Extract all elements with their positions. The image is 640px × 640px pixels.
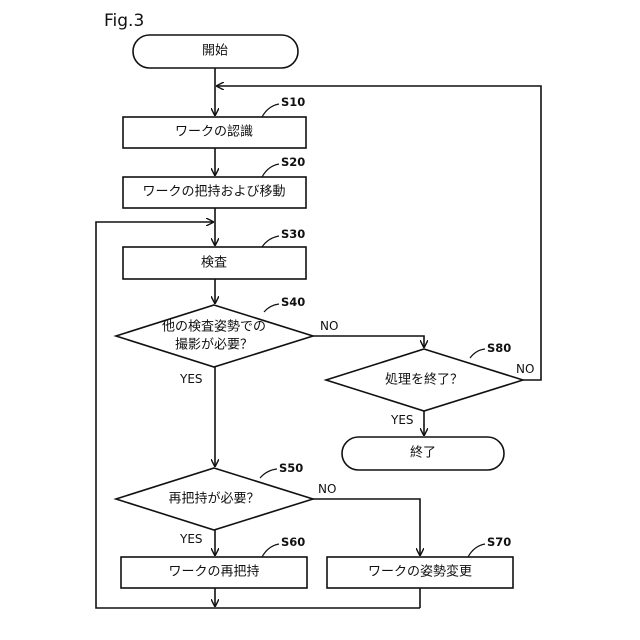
s60-leader-line <box>262 544 279 557</box>
arrow-loop-back-to-s30 <box>96 222 420 608</box>
s50-no-label: NO <box>318 482 336 496</box>
s80-yes-label: YES <box>390 413 414 427</box>
s50-leader-line <box>260 469 277 478</box>
process-s60: ワークの再把持 S60 <box>121 535 307 588</box>
s70-step-number: S70 <box>487 535 511 549</box>
s40-leader-line <box>264 304 279 312</box>
start-label: 開始 <box>202 44 228 59</box>
s20-step-number: S20 <box>281 155 305 169</box>
s40-label-line2: 撮影が必要？ <box>175 337 253 353</box>
decision-s80: 処理を終了？ S80 <box>326 341 523 411</box>
s60-label: ワークの再把持 <box>168 565 259 580</box>
decision-s40: 他の検査姿勢での 撮影が必要？ S40 <box>116 295 313 367</box>
decision-s50: 再把持が必要？ S50 <box>116 461 313 530</box>
start-terminal: 開始 <box>133 35 298 68</box>
s20-label: ワークの把持および移動 <box>142 185 285 200</box>
s40-no-label: NO <box>320 319 338 333</box>
s50-label: 再把持が必要？ <box>168 492 259 507</box>
s70-label: ワークの姿勢変更 <box>368 564 472 580</box>
s40-yes-label: YES <box>179 372 203 386</box>
s80-leader-line <box>470 349 485 358</box>
s20-leader-line <box>262 164 279 177</box>
s50-yes-label: YES <box>179 532 203 546</box>
s10-label: ワークの認識 <box>175 124 253 140</box>
s60-step-number: S60 <box>281 535 305 549</box>
arrow-s40-no-to-s80 <box>313 336 424 347</box>
figure-label: Fig.3 <box>104 11 144 31</box>
s30-leader-line <box>262 236 279 247</box>
s80-label: 処理を終了？ <box>385 372 463 388</box>
s40-step-number: S40 <box>281 295 305 309</box>
s80-no-label: NO <box>516 362 534 376</box>
end-terminal: 終了 <box>342 437 504 470</box>
end-label: 終了 <box>410 445 436 461</box>
s40-label-line1: 他の検査姿勢での <box>162 319 266 335</box>
arrow-s50-no-to-s70 <box>313 499 420 555</box>
s10-step-number: S10 <box>281 95 305 109</box>
s10-leader-line <box>262 104 279 117</box>
s30-step-number: S30 <box>281 227 305 241</box>
s80-step-number: S80 <box>487 341 511 355</box>
s50-step-number: S50 <box>279 461 303 475</box>
s70-leader-line <box>468 544 485 557</box>
s30-label: 検査 <box>201 256 227 271</box>
